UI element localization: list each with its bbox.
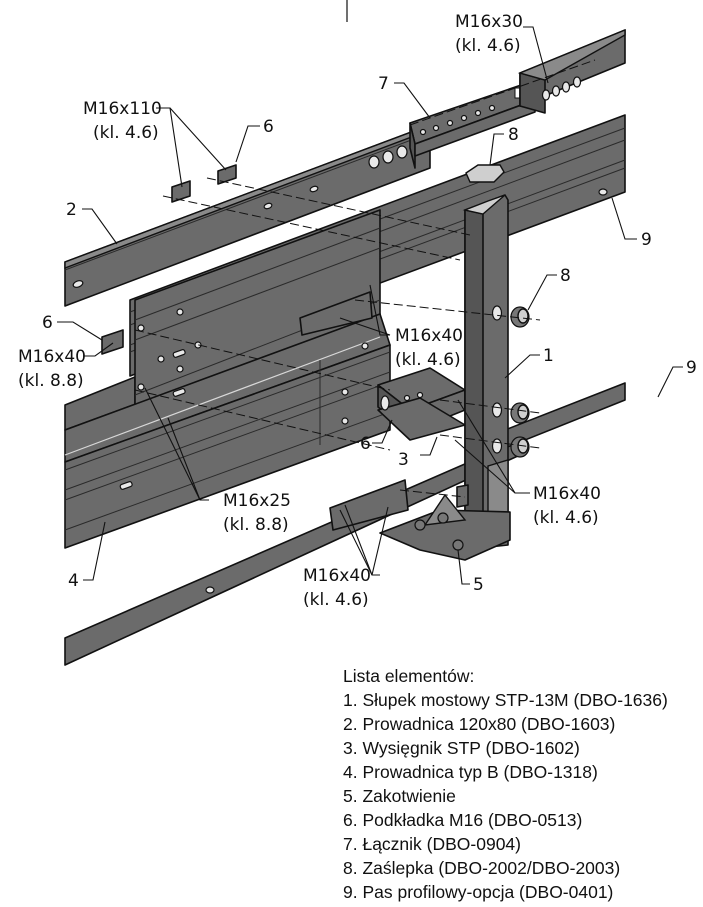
parts-list-heading: Lista elementów: [343,666,475,686]
callout-labels: M16x30 (kl. 4.6) 7 M16x110 (kl. 4.6) 6 8… [18,12,697,610]
label-bolt-m16x40-bottom-class: (kl. 4.6) [303,590,369,610]
label-part-6-top: 6 [263,117,274,137]
parts-list-item: 1. Słupek mostowy STP-13M (DBO-1636) [343,690,668,710]
label-part-4: 4 [68,571,79,591]
label-part-8-top: 8 [508,125,519,145]
label-bolt-m16x110-class: (kl. 4.6) [93,123,159,143]
label-part-3: 3 [398,450,409,470]
label-bolt-m16x110: M16x110 [83,99,162,119]
label-part-9-top: 9 [641,230,652,250]
label-bolt-m16x40-left-class: (kl. 8.8) [18,371,84,391]
parts-list-item: 9. Pas profilowy-opcja (DBO-0401) [343,882,614,902]
label-part-6-mid: 6 [360,434,371,454]
label-bolt-m16x30-class: (kl. 4.6) [455,36,521,56]
part-8-plugs [510,306,530,458]
label-bolt-m16x40-right: M16x40 [533,484,601,504]
label-bolt-m16x40-right-class: (kl. 4.6) [533,508,599,528]
label-bolt-m16x25-class: (kl. 8.8) [223,515,289,535]
upper-right-tube [517,28,626,114]
assembly-axes [134,59,596,498]
label-bolt-m16x40-bottom: M16x40 [303,566,371,586]
label-bolt-m16x25: M16x25 [223,491,291,511]
parts-list-item: 3. Wysięgnik STP (DBO-1602) [343,738,580,758]
parts-list: Lista elementów: 1. Słupek mostowy STP-1… [343,664,668,904]
label-bolt-m16x40-mid-class: (kl. 4.6) [395,350,461,370]
part-4-w-beam-guide [64,209,391,549]
parts-list-item: 6. Podkładka M16 (DBO-0513) [343,810,583,830]
part-1-bridge-post [379,194,511,561]
parts-list-item: 5. Zakotwienie [343,786,456,806]
part-8-end-cap-top [465,164,505,183]
parts-list-item: 8. Zaślepka (DBO-2002/DBO-2003) [343,858,621,878]
parts-list-item: 2. Prowadnica 120x80 (DBO-1603) [343,714,616,734]
part-3-bracket-arm [377,367,466,441]
label-bolt-m16x40-mid: M16x40 [395,326,463,346]
label-part-1: 1 [543,346,554,366]
label-part-9-mid: 9 [686,358,697,378]
parts-list-item: 7. Łącznik (DBO-0904) [343,834,521,854]
label-part-6-left: 6 [42,313,53,333]
leader-lines [57,26,683,585]
label-part-5: 5 [473,575,484,595]
label-bolt-m16x30: M16x30 [455,12,523,32]
part-2-rail-120x80 [64,123,431,307]
label-part-7: 7 [378,74,389,94]
part-6-washers [101,164,469,531]
label-part-2: 2 [66,200,77,220]
label-part-8-mid: 8 [560,266,571,286]
label-bolt-m16x40-left: M16x40 [18,347,86,367]
parts-list-item: 4. Prowadnica typ B (DBO-1318) [343,762,598,782]
part-7-connector [409,81,536,169]
